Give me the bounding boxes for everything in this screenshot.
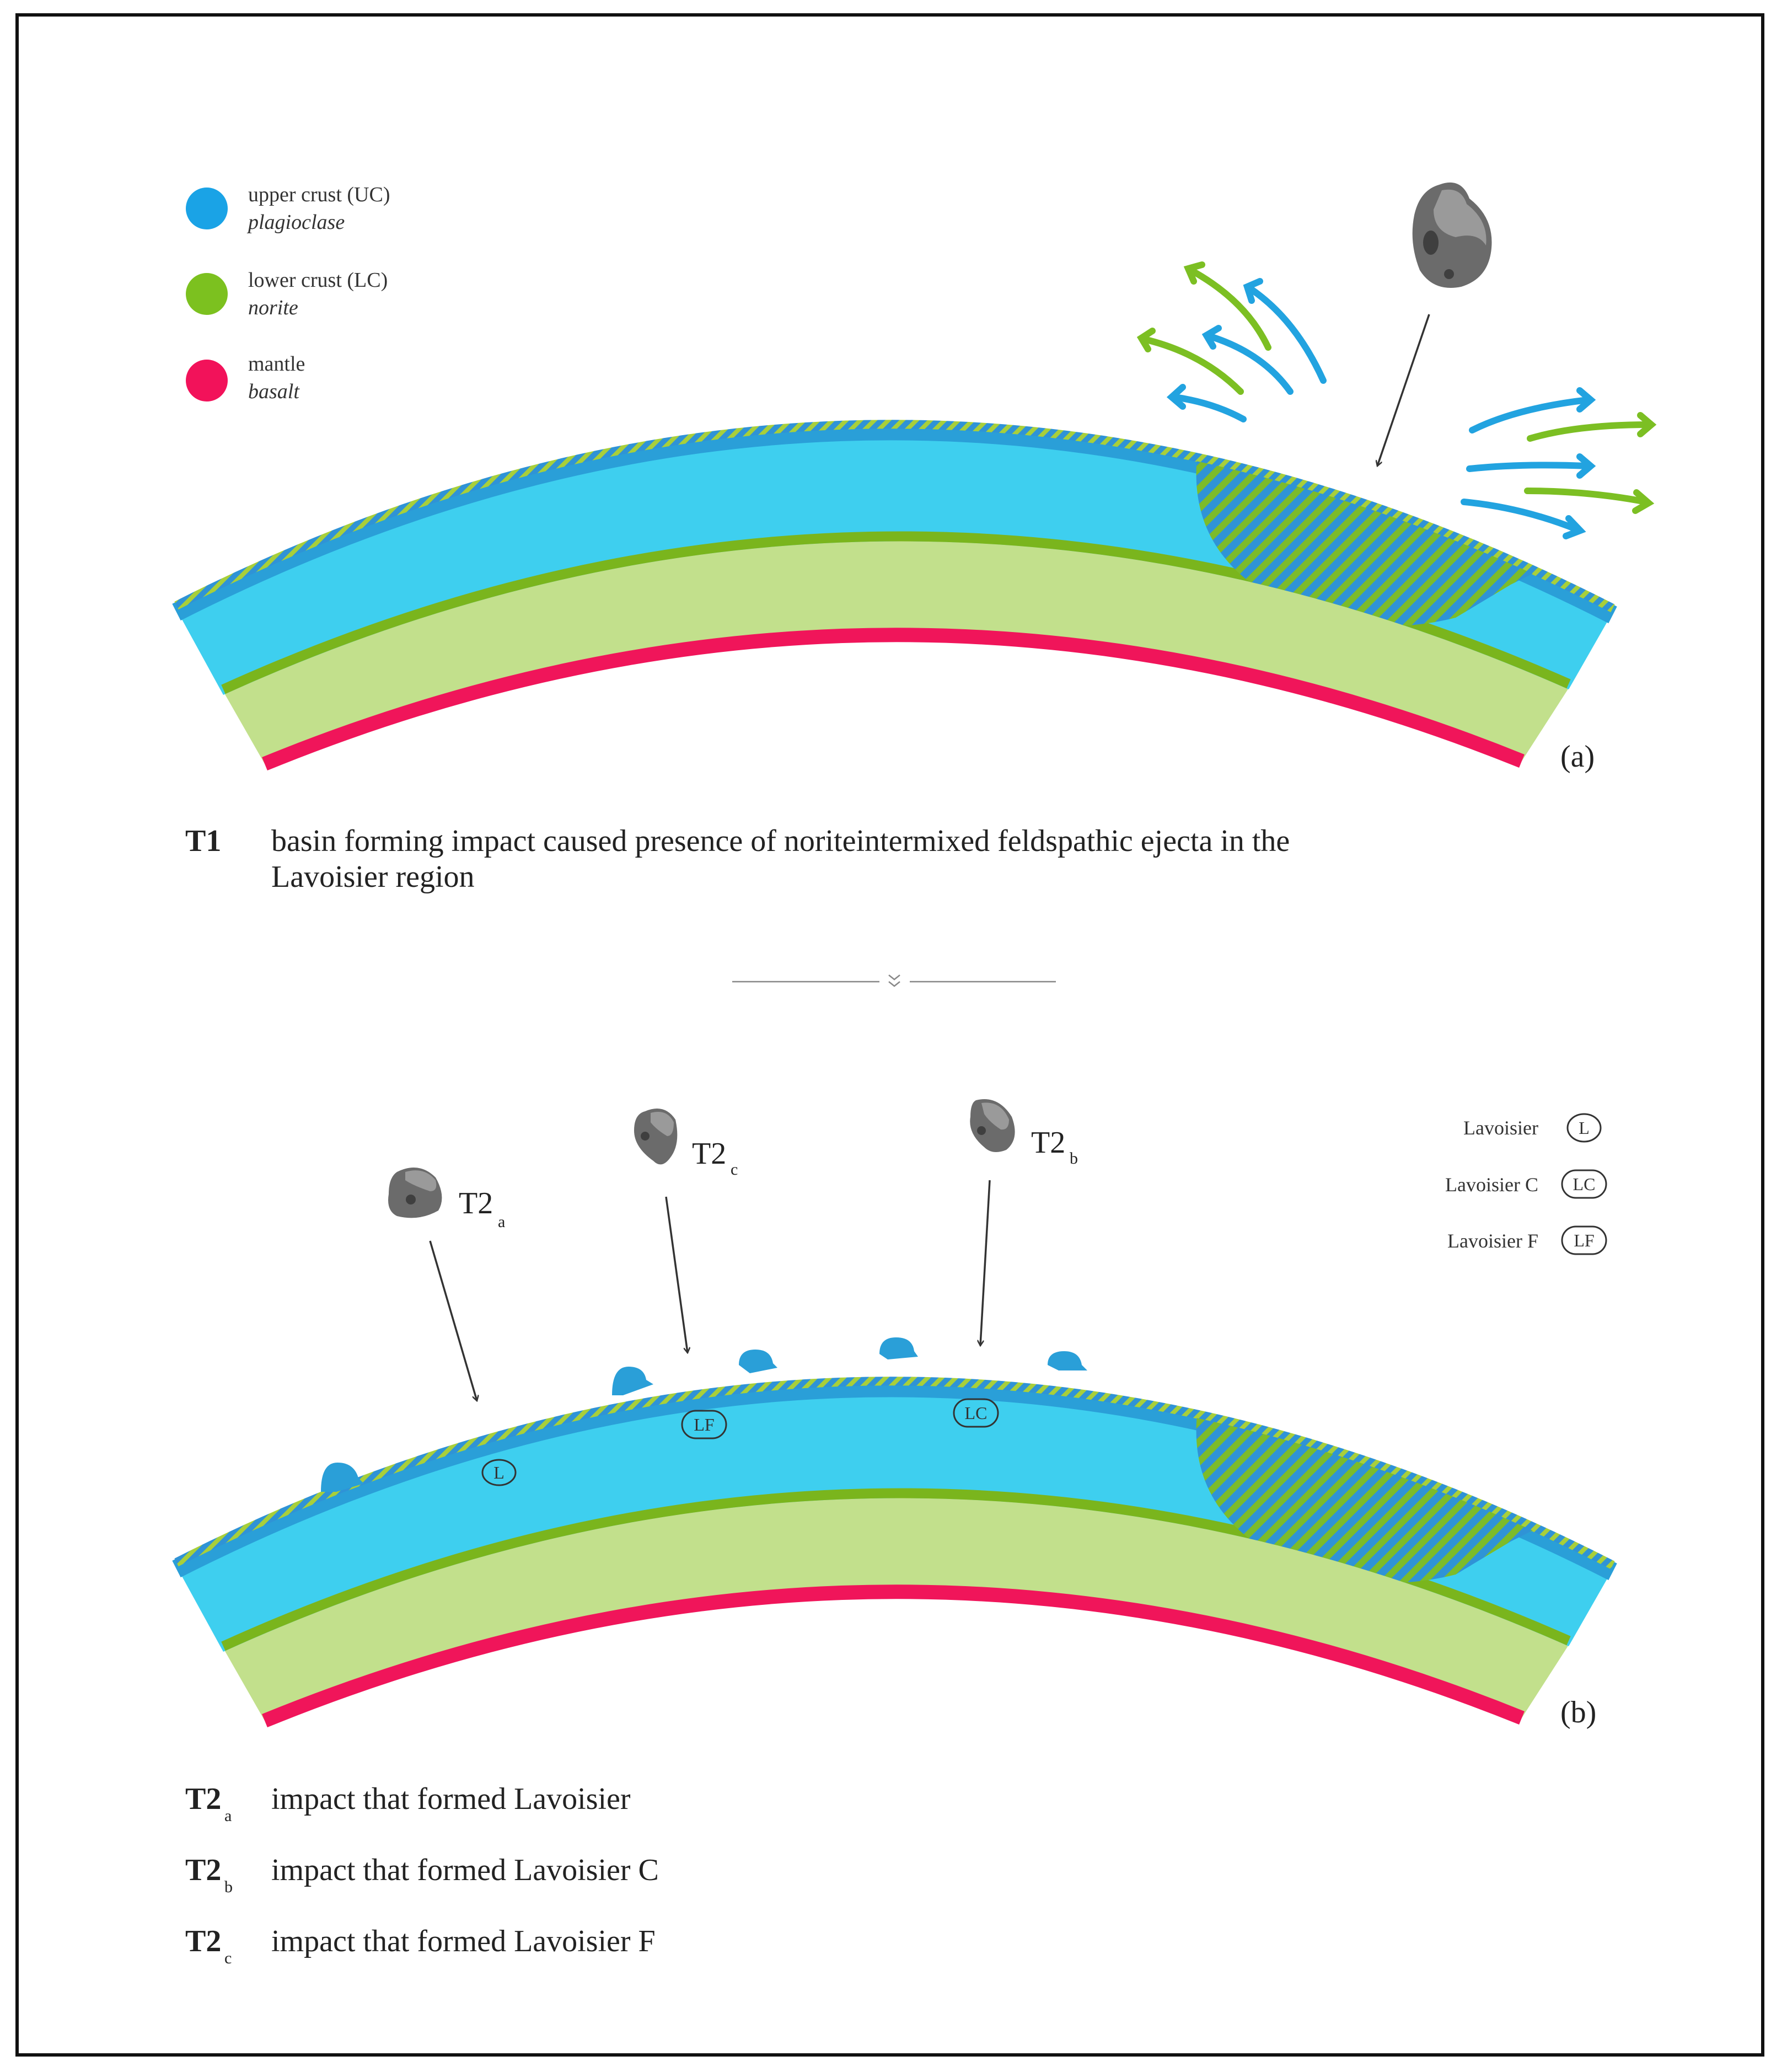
impact-trajectory (665, 1196, 688, 1353)
caption-code: T2 (185, 1782, 221, 1816)
t2b-sub: b (1070, 1149, 1078, 1168)
crater-legend-abbr: LC (1573, 1174, 1596, 1194)
svg-text:LC: LC (965, 1403, 988, 1423)
crater-marker-l: L (481, 1459, 517, 1486)
caption-code: T2 (185, 1924, 221, 1958)
impactor-t2c: T2 c (634, 1109, 738, 1353)
lower-crust-layer (221, 533, 1571, 764)
ejecta-arrow-blue (1469, 397, 1591, 433)
section-divider (732, 975, 1056, 987)
crater-legend-name: Lavoisier F (1447, 1230, 1538, 1252)
crater-marker-lc: LC (953, 1398, 999, 1428)
ejecta-arrows (1136, 261, 1657, 539)
caption-text: impact that formed Lavoisier (271, 1782, 631, 1816)
panel-b-label: (b) (1560, 1695, 1596, 1730)
crater-rim (879, 1337, 918, 1359)
caption-text-line1: basin forming impact caused presence of … (271, 824, 1290, 858)
crater-rim (321, 1463, 364, 1492)
ejecta-arrow-green (1527, 421, 1652, 442)
layer-legend: upper crust (UC) plagioclase lower crust… (186, 183, 390, 403)
crater-legend-abbr: L (1579, 1118, 1590, 1138)
impactor-t2a: T2 a (388, 1168, 505, 1401)
panel-b-captions: T2 a impact that formed Lavoisier T2 b i… (185, 1782, 659, 1967)
panel-a-cross-section: (a) (172, 420, 1617, 774)
mantle-boundary (262, 628, 1525, 771)
impact-trajectory (980, 1180, 991, 1346)
crater-legend-name: Lavoisier (1463, 1117, 1538, 1139)
mantle-label: mantle (248, 352, 305, 376)
t2a-code: T2 (459, 1186, 493, 1220)
mantle-dot (186, 360, 228, 401)
caption-code-t1: T1 (185, 824, 221, 858)
impact-trajectory (429, 1240, 477, 1401)
lower-crust-dot (186, 273, 228, 315)
ejecta-arrow-blue (1171, 394, 1247, 422)
ejecta-arrow-green (1524, 488, 1649, 505)
ejecta-arrow-blue (1248, 286, 1327, 384)
crater-legend: Lavoisier L Lavoisier C LC Lavoisier F L… (1445, 1113, 1607, 1255)
panel-b-cross-section: L LF LC (b) (172, 1337, 1617, 1730)
caption-text: impact that formed Lavoisier C (271, 1853, 659, 1887)
lower-crust-layer (221, 1490, 1571, 1721)
chevron-down-icon (888, 975, 900, 987)
crater-legend-abbr: LF (1574, 1230, 1594, 1250)
lower-crust-label: lower crust (LC) (248, 269, 388, 292)
panel-a-label: (a) (1560, 740, 1595, 774)
mantle-rock: basalt (248, 380, 300, 403)
panel-a-impactor (1377, 182, 1492, 466)
caption-sub: c (224, 1949, 232, 1967)
caption-code: T2 (185, 1853, 221, 1887)
crater-rim (1048, 1351, 1087, 1370)
figure-frame (15, 13, 1764, 2057)
t2c-sub: c (731, 1160, 738, 1179)
panel-a-caption: T1 basin forming impact caused presence … (185, 824, 1290, 894)
crater-rim (612, 1367, 653, 1395)
caption-text-line2: Lavoisier region (271, 860, 475, 894)
ejecta-arrow-blue (1466, 462, 1591, 472)
upper-crust-dot (186, 188, 228, 229)
ejecta-arrow-green (1188, 267, 1271, 351)
svg-text:L: L (493, 1463, 505, 1482)
crater-legend-name: Lavoisier C (1445, 1174, 1538, 1196)
caption-sub: b (224, 1878, 233, 1896)
impactor-t2b: T2 b (970, 1099, 1078, 1346)
t2c-code: T2 (692, 1137, 726, 1171)
upper-crust-rock: plagioclase (246, 211, 345, 234)
t2a-sub: a (498, 1213, 505, 1231)
upper-crust-label: upper crust (UC) (248, 183, 390, 206)
t2b-code: T2 (1031, 1126, 1065, 1160)
lower-crust-rock: norite (248, 296, 298, 319)
ejecta-blanket (174, 1377, 1615, 1570)
ejecta-arrow-blue (1207, 333, 1294, 395)
caption-sub: a (224, 1807, 232, 1825)
crater-marker-lf: LF (681, 1410, 727, 1439)
ejecta-arrow-green (1141, 336, 1244, 395)
ejecta-blanket (174, 420, 1615, 613)
svg-text:T2: T2 (459, 1186, 493, 1220)
caption-text: impact that formed Lavoisier F (271, 1924, 656, 1958)
mantle-boundary (262, 1584, 1525, 1728)
impact-trajectory (1377, 314, 1430, 466)
crater-rim (739, 1350, 777, 1373)
ejecta-arrow-blue (1461, 499, 1580, 533)
svg-text:LF: LF (694, 1415, 714, 1434)
